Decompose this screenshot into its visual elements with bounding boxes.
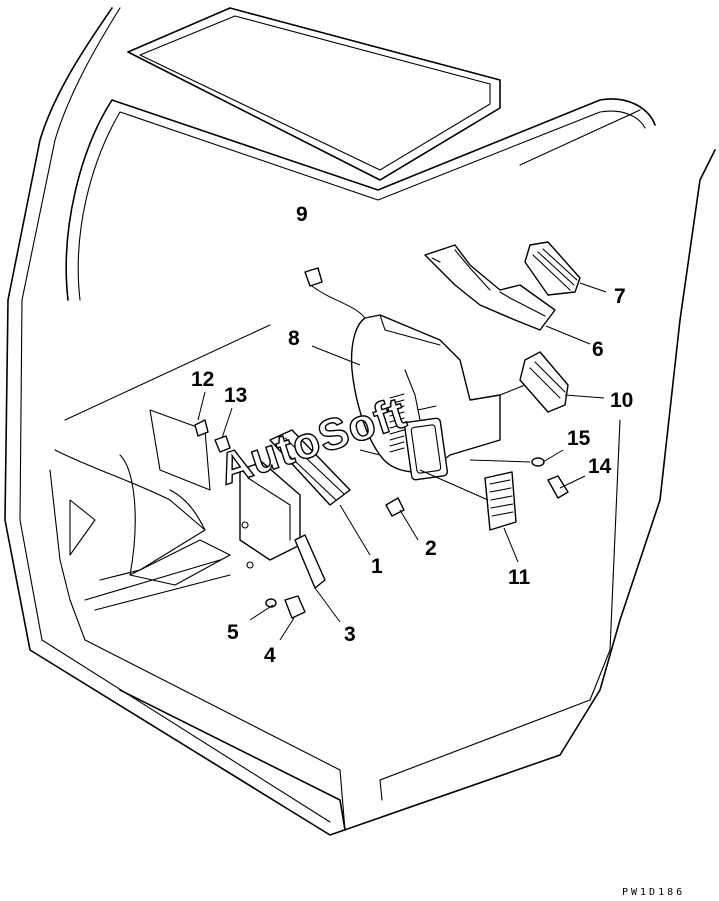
part-7-vent-grille — [524, 241, 581, 296]
part-6-duct — [424, 244, 556, 331]
callout-4: 4 — [264, 644, 276, 667]
callout-12: 12 — [191, 368, 214, 391]
callout-5: 5 — [227, 621, 239, 644]
callout-6: 6 — [592, 338, 604, 361]
callout-11: 11 — [508, 566, 531, 589]
drawing-code: PW1D186 — [622, 887, 685, 898]
callout-9: 9 — [296, 203, 308, 226]
callout-14: 14 — [588, 455, 612, 478]
callout-15: 15 — [567, 427, 591, 450]
part-10-louver — [519, 351, 569, 413]
part-11-vent-louver — [484, 471, 517, 531]
cab-frame — [4, 7, 716, 836]
part-1-panel — [239, 429, 351, 569]
callout-2: 2 — [425, 537, 437, 560]
part-3-bracket — [294, 534, 326, 589]
fasteners — [194, 267, 569, 619]
part-8-duct-cover — [350, 314, 501, 481]
callout-3: 3 — [344, 623, 356, 646]
callout-labels: 1 2 3 4 5 6 7 8 9 10 11 12 13 14 15 — [191, 203, 633, 667]
callout-10: 10 — [610, 389, 633, 412]
callout-8: 8 — [288, 327, 300, 350]
duct-vent-slats — [389, 393, 405, 453]
leader-lines — [197, 282, 607, 641]
callout-1: 1 — [371, 555, 383, 578]
callout-13: 13 — [224, 384, 247, 407]
callout-7: 7 — [614, 285, 626, 308]
